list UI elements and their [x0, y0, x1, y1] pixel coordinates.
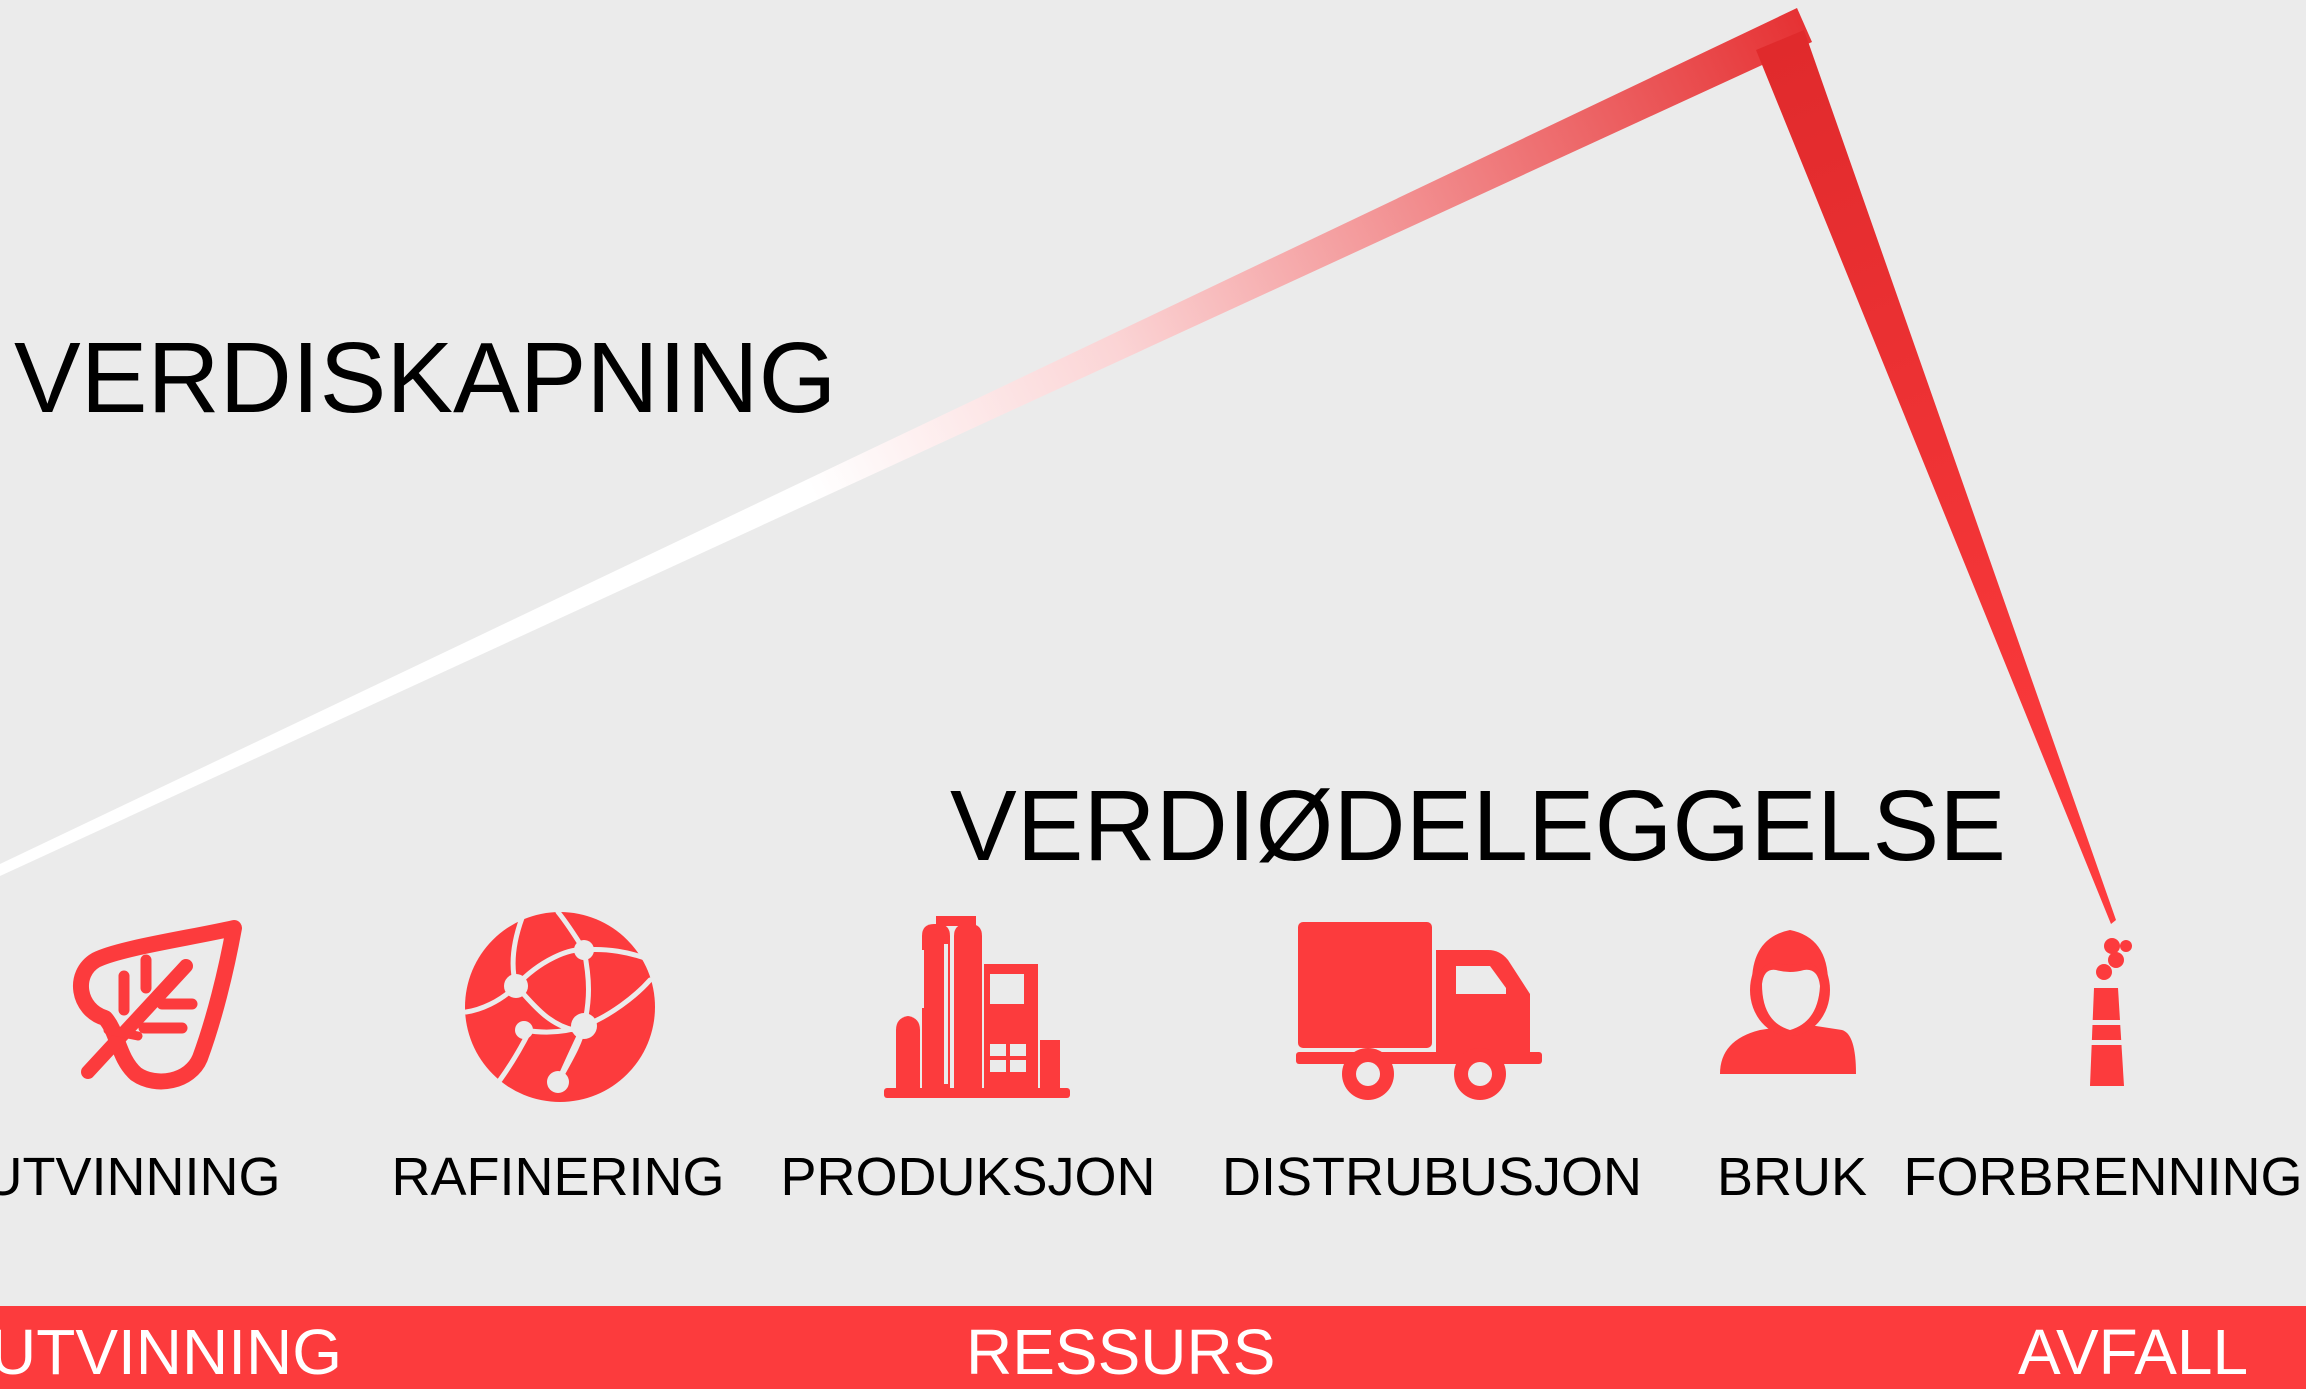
value-creation-line — [0, 8, 1812, 876]
stage-label-incineration: FORBRENNING — [1903, 1147, 2303, 1207]
stage-label-refining: RAFINERING — [391, 1147, 725, 1207]
person-icon — [1720, 930, 1856, 1074]
truck-icon — [1296, 922, 1542, 1100]
bar-label-center: RESSURS — [966, 1316, 1276, 1388]
factory-details — [912, 944, 1026, 1084]
value-destruction-title: VERDIØDELEGGELSE — [950, 770, 2006, 882]
factory-icon — [884, 916, 1070, 1098]
chimney-icon — [2086, 938, 2132, 1086]
value-destruction-line — [1756, 30, 2116, 924]
stage-label-distribution: DISTRUBUSJON — [1221, 1147, 1643, 1207]
bar-label-right: AVFALL — [2018, 1316, 2249, 1388]
value-creation-title: VERDISKAPNING — [14, 322, 837, 434]
resource-bar: UTVINNING RESSURS AVFALL — [0, 1306, 2306, 1389]
stage-label-use: BRUK — [1716, 1147, 1868, 1207]
bar-label-left: UTVINNING — [0, 1316, 342, 1388]
stage-label-production: PRODUKSJON — [780, 1147, 1156, 1207]
globe-network-icon — [463, 909, 655, 1102]
leaf-icon — [73, 920, 242, 1090]
stage-label-extraction: UTVINNING — [0, 1147, 281, 1207]
